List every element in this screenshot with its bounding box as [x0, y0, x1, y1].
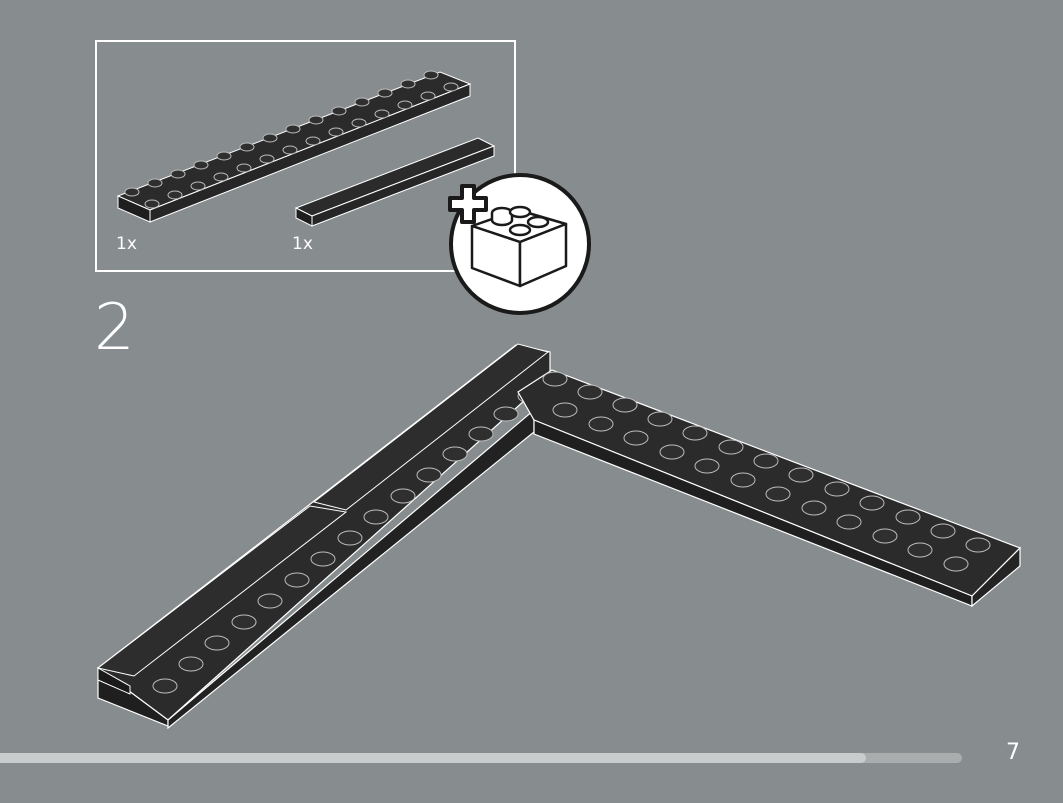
right-plate-assembly	[517, 369, 1022, 608]
step-number: 2	[94, 291, 135, 365]
add-brick-plus-icon	[448, 173, 591, 315]
part-quantity: 1x	[116, 234, 137, 254]
progress-bar	[0, 753, 962, 763]
tile-1x8-icon	[294, 137, 496, 227]
parts-callout-box	[95, 40, 516, 272]
page-number: 7	[1006, 740, 1020, 765]
part-quantity: 1x	[292, 234, 313, 254]
progress-bar-fill	[0, 753, 866, 763]
plate-2x14-icon	[116, 70, 472, 223]
left-plate-assembly	[96, 343, 551, 730]
